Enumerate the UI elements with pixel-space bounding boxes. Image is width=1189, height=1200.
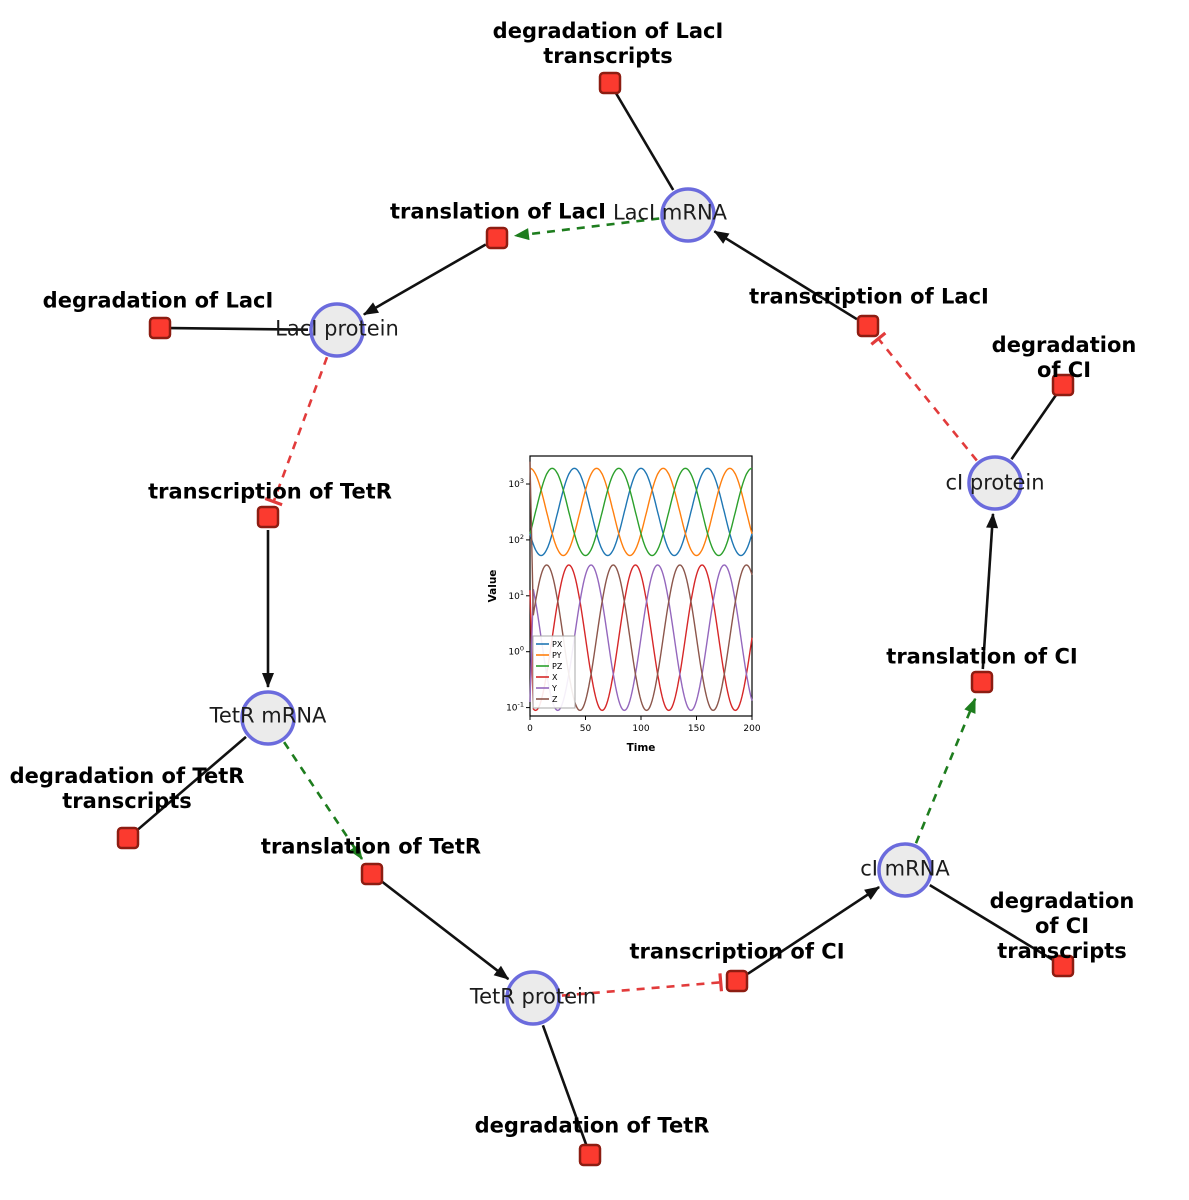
edge-modifier-laci-mrna-to-transl-laci	[513, 217, 660, 241]
y-axis-label: Value	[487, 570, 499, 603]
edge-inhibition-ci-protein-to-transcr-laci	[870, 331, 978, 462]
legend-label-PX: PX	[552, 640, 563, 649]
x-tick-label: 100	[632, 724, 649, 734]
species-node-laci-mrna[interactable]	[660, 187, 716, 243]
reaction-node-transl-tetr[interactable]	[360, 862, 384, 886]
reaction-node-deg-ci[interactable]	[1051, 373, 1075, 397]
edge-consumption-ci-protein-to-deg-ci	[1010, 393, 1058, 460]
species-node-ci-protein[interactable]	[967, 455, 1023, 511]
series-line-PZ	[529, 467, 753, 557]
x-tick-label: 150	[688, 724, 705, 734]
edge-inhibition-tetr-protein-to-transcr-ci	[561, 973, 724, 997]
nodes-layer	[116, 71, 1075, 1167]
legend-label-Z: Z	[552, 695, 558, 704]
reaction-node-deg-ci-tx[interactable]	[1051, 954, 1075, 978]
series-line-X	[529, 564, 753, 712]
edge-consumption-laci-mrna-to-deg-laci-tx	[614, 91, 675, 191]
legend-label-X: X	[552, 673, 558, 682]
reaction-node-deg-tetr[interactable]	[578, 1143, 602, 1167]
edge-production-transcr-ci-to-ci-mrna	[747, 886, 880, 975]
edge-production-transl-laci-to-laci-protein	[363, 243, 487, 316]
reaction-node-transcr-laci[interactable]	[856, 314, 880, 338]
reaction-node-transl-ci[interactable]	[970, 670, 994, 694]
legend-label-PZ: PZ	[552, 662, 563, 671]
edge-production-transl-tetr-to-tetr-protein	[381, 880, 510, 981]
edges-layer	[135, 91, 1058, 1146]
reaction-node-transcr-tetr[interactable]	[256, 505, 280, 529]
legend-label-Y: Y	[551, 684, 557, 693]
reaction-node-deg-laci-tx[interactable]	[598, 71, 622, 95]
edge-production-transcr-laci-to-laci-mrna	[713, 230, 858, 321]
edge-inhibition-laci-protein-to-transcr-tetr	[264, 356, 329, 507]
species-node-tetr-mrna[interactable]	[240, 690, 296, 746]
edge-consumption-tetr-mrna-to-deg-tetr-tx	[135, 735, 247, 832]
edge-production-transl-ci-to-ci-protein	[981, 512, 999, 670]
y-tick-label: 103	[508, 477, 524, 490]
series-line-PX	[529, 467, 753, 557]
x-axis-label: Time	[627, 742, 656, 754]
edge-modifier-ci-mrna-to-transl-ci	[914, 697, 977, 844]
legend-label-PY: PY	[552, 651, 562, 660]
y-tick-label: 102	[508, 533, 524, 546]
edge-consumption-laci-protein-to-deg-laci	[170, 326, 309, 331]
species-node-tetr-protein[interactable]	[505, 970, 561, 1026]
reaction-node-deg-tetr-tx[interactable]	[116, 826, 140, 850]
x-tick-label: 0	[527, 724, 533, 734]
x-tick-label: 200	[743, 724, 760, 734]
species-node-laci-protein[interactable]	[309, 302, 365, 358]
y-tick-label: 101	[508, 589, 524, 602]
edge-modifier-tetr-mrna-to-transl-tetr	[283, 741, 364, 860]
species-node-ci-mrna[interactable]	[877, 842, 933, 898]
reaction-node-deg-laci[interactable]	[148, 316, 172, 340]
edge-consumption-ci-mrna-to-deg-ci-tx	[929, 883, 1055, 962]
y-tick-label: 10-1	[506, 701, 524, 714]
edge-consumption-tetr-protein-to-deg-tetr	[541, 1024, 588, 1146]
x-tick-label: 50	[580, 724, 592, 734]
y-tick-label: 100	[508, 645, 524, 658]
reaction-node-transl-laci[interactable]	[485, 226, 509, 250]
reaction-node-transcr-ci[interactable]	[725, 969, 749, 993]
legend-box	[532, 635, 576, 709]
